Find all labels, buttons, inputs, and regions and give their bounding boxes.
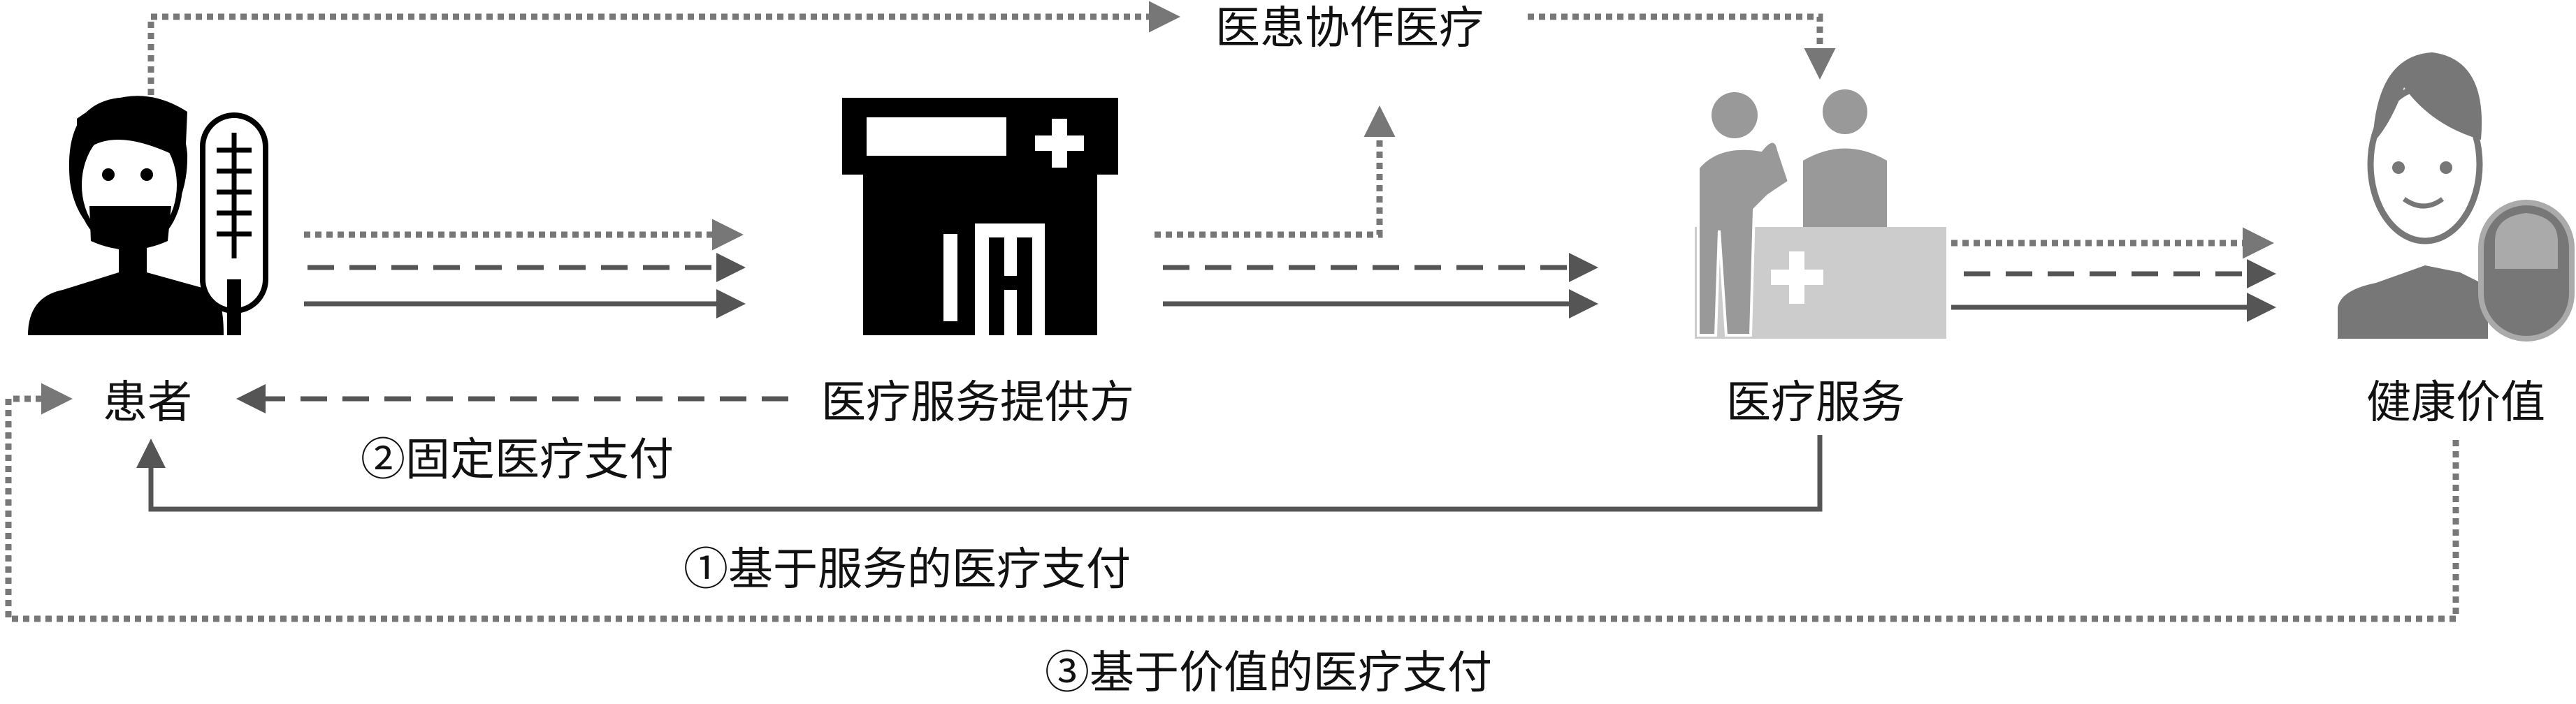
provider-to-service-arrows (1163, 253, 1598, 318)
node-label-patient: 患者 (103, 377, 192, 429)
node-label-provider: 医疗服务提供方 (821, 377, 1134, 429)
value-payment-label: ③基于价值的医疗支付 (1045, 647, 1492, 699)
collaboration-connector (147, 1, 1836, 238)
service-to-value-arrows (1951, 227, 2276, 322)
node-label-service: 医疗服务 (1726, 377, 1905, 429)
value-payment-connector (5, 383, 2459, 622)
node-label-value: 健康价值 (2366, 377, 2545, 429)
fixed-payment-label: ②固定医疗支付 (361, 434, 674, 486)
medical-service-icon (1695, 89, 1946, 339)
patient-icon (28, 96, 268, 335)
healthy-person-icon (2338, 52, 2575, 342)
service-payment-label: ①基于服务的医疗支付 (683, 544, 1131, 596)
hospital-icon (842, 98, 1118, 335)
patient-to-provider-arrows (304, 219, 746, 318)
service-payment-connector (136, 435, 1823, 512)
collaboration-label: 医患协作医疗 (1215, 3, 1484, 54)
